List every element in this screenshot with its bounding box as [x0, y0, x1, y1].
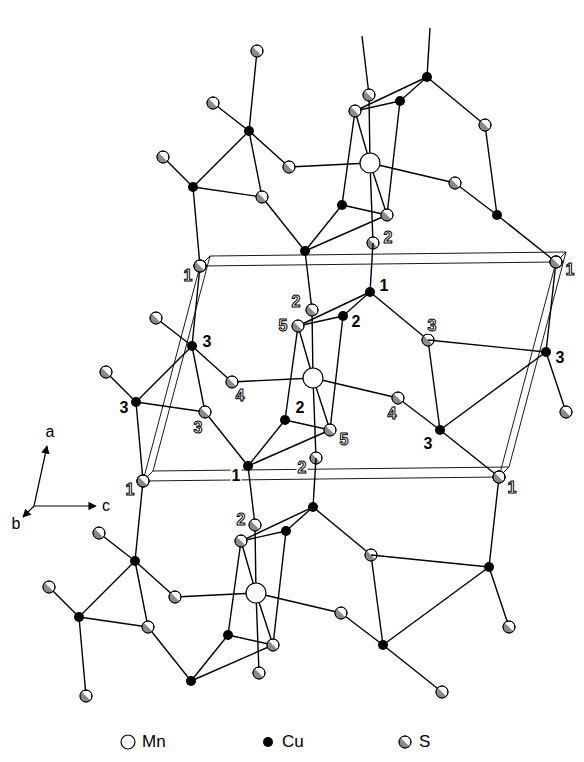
central-layer-edge — [428, 256, 572, 430]
axis-label: b — [11, 516, 22, 532]
legend-item: Cu — [258, 731, 304, 753]
legend-text: Mn — [142, 732, 166, 752]
atom-label: 2 — [295, 400, 306, 416]
atom-label: 4 — [235, 388, 246, 404]
legend-text: Cu — [282, 732, 304, 752]
cell-edge — [143, 262, 556, 481]
atom-label: 5 — [339, 432, 350, 448]
atom-label: 2 — [291, 294, 302, 310]
axis-label: c — [101, 498, 111, 514]
unit-cell — [143, 252, 566, 481]
axis-arrow — [23, 506, 34, 517]
legend-swatch — [258, 731, 278, 753]
atom-label: 1 — [565, 262, 576, 278]
lower-layer-edge — [371, 471, 515, 645]
cell-edge — [153, 252, 566, 471]
atom-label: 3 — [119, 400, 130, 416]
atom-label: 2 — [383, 230, 394, 246]
atom-label: 1 — [507, 480, 518, 496]
atom-label: 2 — [351, 314, 362, 330]
atom-label: 3 — [193, 420, 204, 436]
axis-arrow — [34, 446, 47, 506]
atom-label: 2 — [297, 460, 308, 476]
legend-swatch — [395, 731, 415, 753]
atom-label: 1 — [183, 268, 194, 284]
axis-label: a — [45, 424, 56, 440]
atom-label: 3 — [427, 318, 438, 334]
legend-item: Mn — [118, 731, 166, 753]
atom-label: 2 — [236, 512, 247, 528]
central-layer — [100, 243, 505, 487]
legend-text: S — [419, 732, 430, 752]
atom-label: 1 — [379, 278, 390, 294]
atom-label: 1 — [125, 482, 136, 498]
legend-swatch — [118, 731, 138, 753]
atom-label: 4 — [387, 406, 398, 422]
cell-edge — [143, 252, 566, 481]
atom-label: 1 — [231, 468, 242, 484]
axes — [23, 446, 96, 517]
legend-item: S — [395, 731, 430, 753]
atom-label: 3 — [423, 436, 434, 452]
axis-arrow — [34, 505, 96, 506]
atom-label: 5 — [278, 318, 289, 334]
upper-layer — [157, 28, 562, 272]
atom-label: 3 — [555, 350, 566, 366]
atom-label: 3 — [202, 334, 213, 350]
lower-layer — [43, 458, 448, 702]
